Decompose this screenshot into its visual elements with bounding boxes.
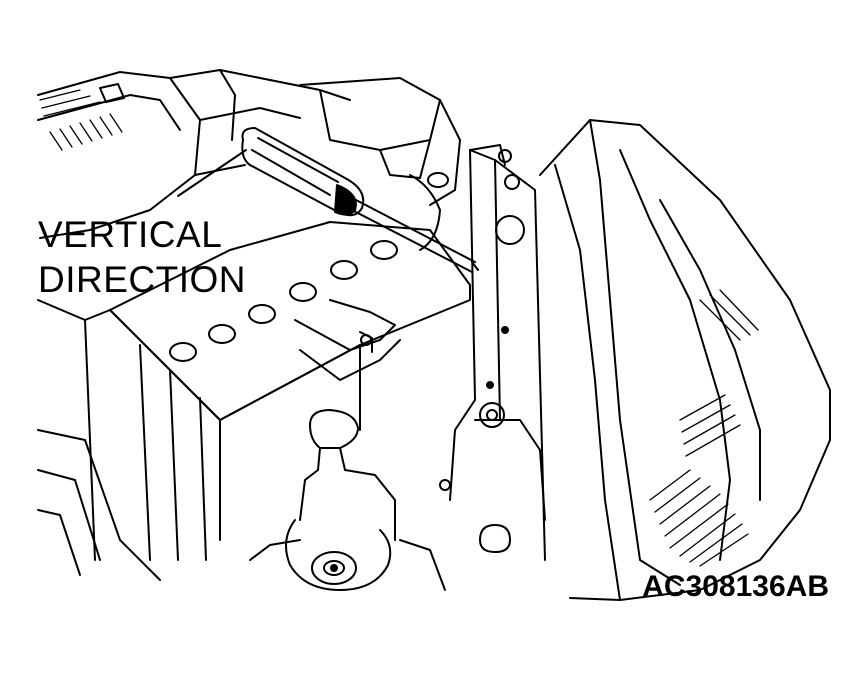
battery xyxy=(84,221,471,561)
left-fender-panels xyxy=(37,299,161,581)
callout-line-1: VERTICAL xyxy=(38,214,223,255)
headlamp-assembly xyxy=(539,119,831,601)
callout-line-2: DIRECTION xyxy=(38,259,246,300)
figure-code: AC308136AB xyxy=(642,570,829,603)
air-cleaner-housing xyxy=(37,69,351,239)
vertical-direction-label: VERTICAL DIRECTION xyxy=(38,212,246,302)
intake-manifold xyxy=(299,77,520,251)
reservoir-and-strut xyxy=(249,409,451,591)
callout-leader xyxy=(177,149,247,197)
screwdriver xyxy=(241,127,479,273)
radiator-support xyxy=(449,149,546,561)
